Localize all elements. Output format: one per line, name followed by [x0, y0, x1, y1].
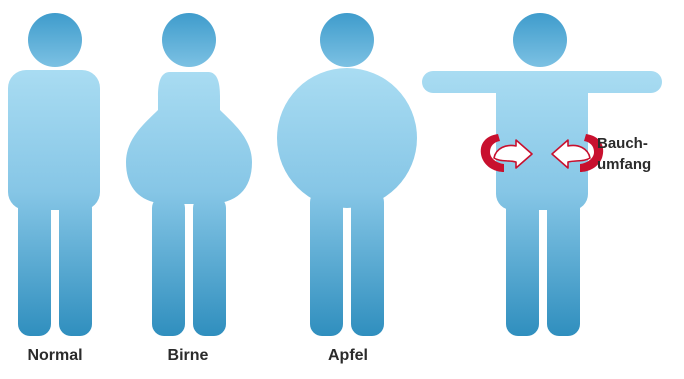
right-leg: [59, 196, 92, 336]
figure-apfel: [277, 13, 417, 336]
right-leg: [193, 196, 226, 336]
label-bauchumfang-line1: Bauch-: [597, 133, 677, 154]
label-birne: Birne: [133, 347, 243, 365]
label-apfel: Apfel: [293, 347, 403, 365]
torso: [277, 68, 417, 208]
torso: [126, 72, 252, 204]
right-leg: [351, 190, 384, 336]
right-leg: [547, 196, 580, 336]
torso: [8, 70, 100, 210]
label-bauchumfang-line2: umfang: [597, 154, 677, 175]
torso: [496, 72, 588, 210]
left-leg: [18, 196, 51, 336]
head: [320, 13, 374, 67]
figure-birne: [126, 13, 252, 336]
label-bauchumfang: Bauch- umfang: [597, 133, 677, 175]
head: [162, 13, 216, 67]
left-leg: [152, 196, 185, 336]
head: [28, 13, 82, 67]
left-leg: [310, 190, 343, 336]
head: [513, 13, 567, 67]
left-leg: [506, 196, 539, 336]
figure-normal: [8, 13, 100, 336]
label-normal: Normal: [0, 347, 110, 365]
